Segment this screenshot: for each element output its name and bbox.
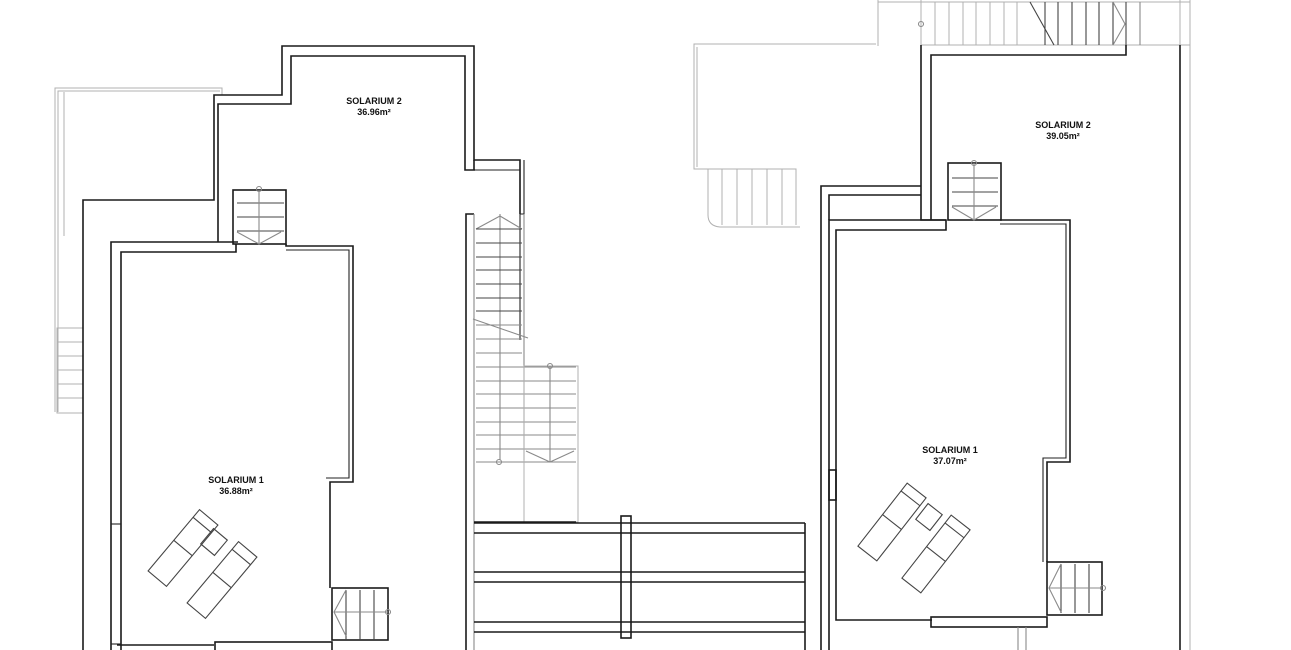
right-stair-top xyxy=(878,0,1191,650)
right-stair-lower xyxy=(1046,561,1107,616)
left-stair-upper xyxy=(232,185,287,245)
room-label-left-solarium-1: SOLARIUM 1 36.88m² xyxy=(208,475,264,497)
room-name: SOLARIUM 1 xyxy=(208,475,264,485)
sun-loungers-right xyxy=(857,482,971,594)
right-solarium-1-walls xyxy=(828,219,1071,650)
room-area: 36.96m² xyxy=(357,107,391,117)
left-unit xyxy=(54,45,525,650)
room-area: 39.05m² xyxy=(1046,131,1080,141)
sun-loungers-left xyxy=(147,508,258,620)
room-name: SOLARIUM 2 xyxy=(346,96,402,106)
room-area: 37.07m² xyxy=(933,456,967,466)
room-label-right-solarium-2: SOLARIUM 2 39.05m² xyxy=(1035,120,1091,142)
left-stair-lower xyxy=(331,587,392,641)
right-stair-upper xyxy=(947,159,1002,221)
room-area: 36.88m² xyxy=(219,486,253,496)
central-stairs xyxy=(465,213,579,650)
left-solarium-2-walls xyxy=(82,45,525,650)
left-balcony-outline xyxy=(54,87,223,414)
room-name: SOLARIUM 1 xyxy=(922,445,978,455)
room-name: SOLARIUM 2 xyxy=(1035,120,1091,130)
right-unit xyxy=(693,0,1191,650)
right-balcony-outline xyxy=(693,0,879,228)
room-label-left-solarium-2: SOLARIUM 2 36.96m² xyxy=(346,96,402,118)
left-solarium-1-walls xyxy=(110,241,354,650)
room-label-right-solarium-1: SOLARIUM 1 37.07m² xyxy=(922,445,978,467)
central-walkway xyxy=(474,515,806,650)
